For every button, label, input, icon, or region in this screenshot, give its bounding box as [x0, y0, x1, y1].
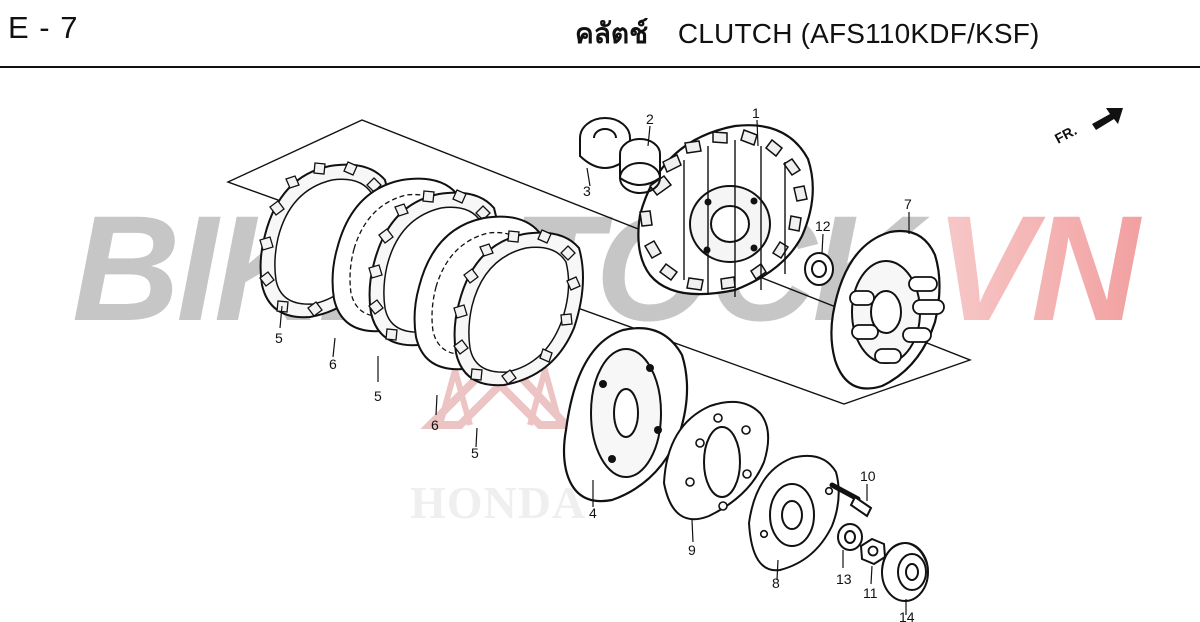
part-callouts: 1 2 3 4 5 6 5 6 5 7 8 9 10 11 12 13 14: [275, 105, 915, 622]
lifter-plate: [747, 454, 840, 572]
needle-bearing: [579, 117, 631, 169]
diagram-canvas: BIKESTOCK VN HONDA FR.: [72, 105, 1146, 622]
front-arrow-icon: [1092, 108, 1123, 130]
callout-part-13: 13: [836, 571, 852, 587]
clutch-outer-housing: [637, 124, 814, 297]
nut-11: [859, 537, 887, 566]
callout-part-10: 10: [860, 468, 876, 484]
callout-part-14: 14: [899, 609, 915, 622]
outer-bushing: [619, 138, 661, 194]
clutch-exploded-diagram: BIKESTOCK VN HONDA FR.: [0, 70, 1200, 622]
callout-part-5-left: 5: [275, 330, 283, 346]
lifter-plate-ring: [804, 252, 834, 286]
page-header: E - 7 คลัตช์ CLUTCH (AFS110KDF/KSF): [0, 0, 1200, 68]
washer-13: [837, 523, 863, 551]
clutch-center: [562, 327, 689, 503]
page-code: E - 7: [8, 10, 79, 45]
callout-part-11: 11: [863, 585, 878, 601]
callout-part-1: 1: [752, 105, 760, 121]
callout-part-8: 8: [772, 575, 780, 591]
judder-spring-seat: [662, 400, 770, 521]
title-thai: คลัตช์: [575, 18, 649, 49]
honda-logo-text: HONDA: [410, 477, 586, 528]
front-direction-label: FR.: [1052, 122, 1079, 147]
watermark-site-suffix: VN: [935, 184, 1142, 352]
callout-part-12: 12: [815, 218, 831, 234]
pressure-plate: [830, 229, 945, 390]
callout-part-4: 4: [589, 505, 597, 521]
callout-part-3: 3: [583, 183, 591, 199]
callout-part-6-left: 6: [329, 356, 337, 372]
callout-part-6-right: 6: [431, 417, 439, 433]
title-english: CLUTCH (AFS110KDF/KSF): [677, 18, 1040, 49]
callout-part-5-right: 5: [471, 445, 479, 461]
bolt: [829, 482, 873, 518]
callout-part-2: 2: [646, 111, 654, 127]
diagram-title: คลัตช์ CLUTCH (AFS110KDF/KSF): [575, 20, 1040, 48]
callout-leaders: [279, 119, 910, 615]
direction-arrow: FR.: [1052, 108, 1123, 147]
callout-part-9: 9: [688, 542, 696, 558]
ball-bearing-14: [881, 542, 929, 602]
clutch-plates-group: [259, 161, 584, 387]
callout-part-5-middle: 5: [374, 388, 382, 404]
callout-part-7: 7: [904, 196, 912, 212]
